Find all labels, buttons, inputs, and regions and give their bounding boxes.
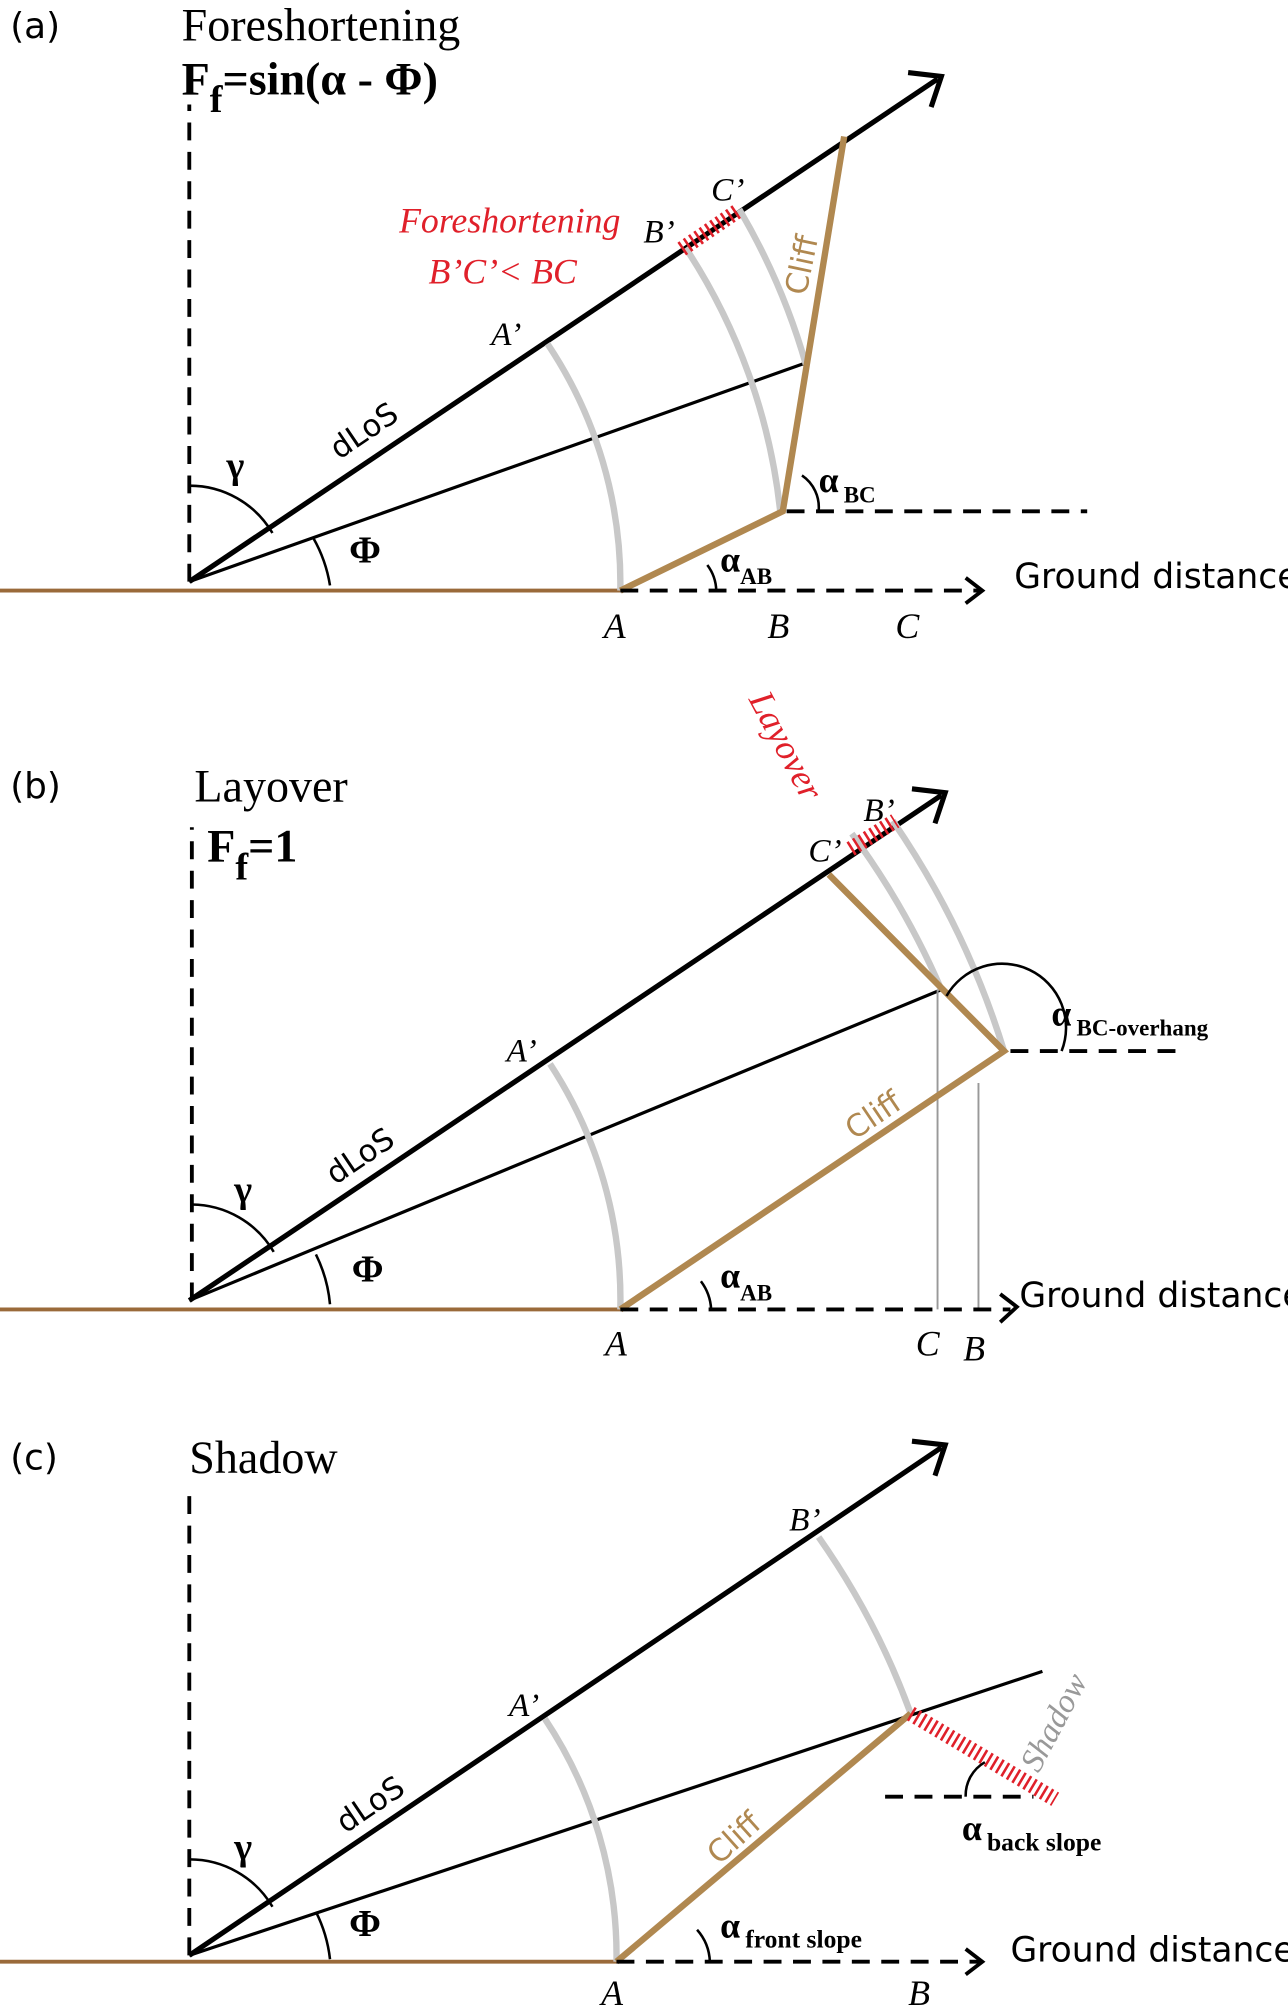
panel-c-label: (c) bbox=[10, 1437, 58, 1478]
ground-distance-label: Ground distance bbox=[1010, 1931, 1288, 1971]
gamma-label: γ bbox=[225, 445, 244, 487]
ground-distance-label: Ground distance bbox=[1019, 1276, 1288, 1316]
gamma-angle-arc bbox=[191, 1203, 275, 1253]
look-line bbox=[188, 361, 807, 584]
los-arrow bbox=[187, 793, 943, 1303]
phi-angle-arc bbox=[314, 1911, 332, 1960]
point-a-prime: A’ bbox=[507, 1687, 539, 1724]
dlos-label: dLoS bbox=[320, 1121, 401, 1192]
range-arc-c bbox=[849, 831, 945, 991]
layover-hatch bbox=[846, 814, 900, 856]
range-arc-a bbox=[542, 1716, 620, 1962]
point-c: C bbox=[916, 1323, 941, 1363]
alpha-ab-angle-arc bbox=[699, 1280, 713, 1310]
range-arc-a bbox=[544, 341, 624, 591]
point-b-prime: B’ bbox=[643, 214, 674, 251]
gamma-label: γ bbox=[233, 1169, 252, 1211]
chevron-right-icon bbox=[964, 1947, 986, 1977]
point-c-prime: C’ bbox=[808, 833, 841, 870]
alpha-bc-angle-arc bbox=[801, 474, 821, 512]
arrowhead-icon bbox=[911, 786, 949, 825]
dlos-label: dLoS bbox=[324, 396, 405, 467]
point-c: C bbox=[895, 606, 920, 646]
range-arc-b bbox=[890, 819, 1008, 1052]
panel-c-title: Shadow bbox=[189, 1432, 338, 1483]
gamma-label: γ bbox=[233, 1826, 252, 1868]
range-arc-c bbox=[736, 207, 809, 366]
alpha-ab-label: αAB bbox=[720, 539, 772, 589]
point-b-prime: B’ bbox=[789, 1502, 820, 1539]
ground-distance-label: Ground distance bbox=[1014, 557, 1288, 597]
point-b-prime: B’ bbox=[863, 792, 894, 829]
point-a-prime: A’ bbox=[489, 316, 521, 353]
foreshortening-hatch bbox=[677, 204, 743, 256]
point-a: A bbox=[599, 1973, 623, 2010]
alpha-back-angle-arc bbox=[964, 1761, 986, 1797]
cliff-profile bbox=[618, 872, 1010, 1313]
alpha-ab-label: αAB bbox=[720, 1256, 772, 1306]
phi-angle-arc bbox=[314, 1253, 332, 1305]
point-a-prime: A’ bbox=[505, 1032, 537, 1069]
layover-note: Layover bbox=[741, 683, 832, 807]
panel-a-foreshortening: (a) Foreshortening Ff=sin(α - Φ) γ Φ dLo… bbox=[0, 0, 1288, 646]
chevron-right-icon bbox=[998, 1292, 1020, 1324]
panel-a-title: Foreshortening bbox=[182, 0, 461, 51]
point-b: B bbox=[908, 1973, 930, 2010]
gamma-angle-arc bbox=[189, 1858, 274, 1908]
los-arrow bbox=[187, 1445, 943, 1958]
range-arc-b bbox=[682, 246, 784, 512]
arrowhead-icon bbox=[907, 70, 945, 108]
alpha-bc-angle-arc bbox=[945, 962, 1068, 1052]
panel-b-label: (b) bbox=[10, 766, 61, 807]
look-line bbox=[188, 988, 942, 1302]
point-a: A bbox=[603, 1323, 627, 1363]
range-arc-b bbox=[815, 1535, 914, 1715]
foreshortening-inequality: B’C’< BC bbox=[428, 252, 578, 292]
alpha-front-angle-arc bbox=[696, 1928, 712, 1962]
cliff-profile bbox=[618, 136, 848, 594]
point-c-prime: C’ bbox=[711, 171, 744, 208]
arrowhead-icon bbox=[911, 1438, 949, 1477]
panel-b-title: Layover bbox=[194, 761, 347, 812]
shadow-hatch bbox=[906, 1706, 1060, 1806]
phi-label: Φ bbox=[352, 1248, 384, 1290]
foreshortening-note: Foreshortening bbox=[398, 200, 620, 240]
phi-label: Φ bbox=[349, 529, 381, 571]
range-arc-a bbox=[547, 1062, 624, 1310]
phi-angle-arc bbox=[312, 537, 332, 586]
chevron-right-icon bbox=[964, 576, 986, 605]
los-arrow bbox=[187, 76, 939, 584]
shadow-label: Shadow bbox=[1013, 1667, 1095, 1777]
panel-b-layover: (b) Layover Ff=1 γ Φ dLoS A’ C’ B’ Layov… bbox=[0, 683, 1288, 1369]
panel-a-label: (a) bbox=[10, 6, 60, 47]
alpha-ab-angle-arc bbox=[706, 564, 718, 591]
panel-c-shadow: (c) Shadow γ Φ dLoS A’ B’ Cliff Shadow α… bbox=[0, 1432, 1288, 2010]
cliff-profile bbox=[614, 1711, 913, 1965]
cliff-label: Cliff bbox=[701, 1805, 769, 1871]
panel-a-formula: Ff=sin(α - Φ) bbox=[182, 53, 438, 121]
point-b: B bbox=[767, 606, 789, 646]
point-a: A bbox=[602, 606, 626, 646]
gamma-angle-arc bbox=[189, 484, 274, 534]
phi-label: Φ bbox=[349, 1903, 381, 1945]
panel-b-formula: Ff=1 bbox=[207, 821, 297, 889]
point-b: B bbox=[963, 1329, 985, 1369]
